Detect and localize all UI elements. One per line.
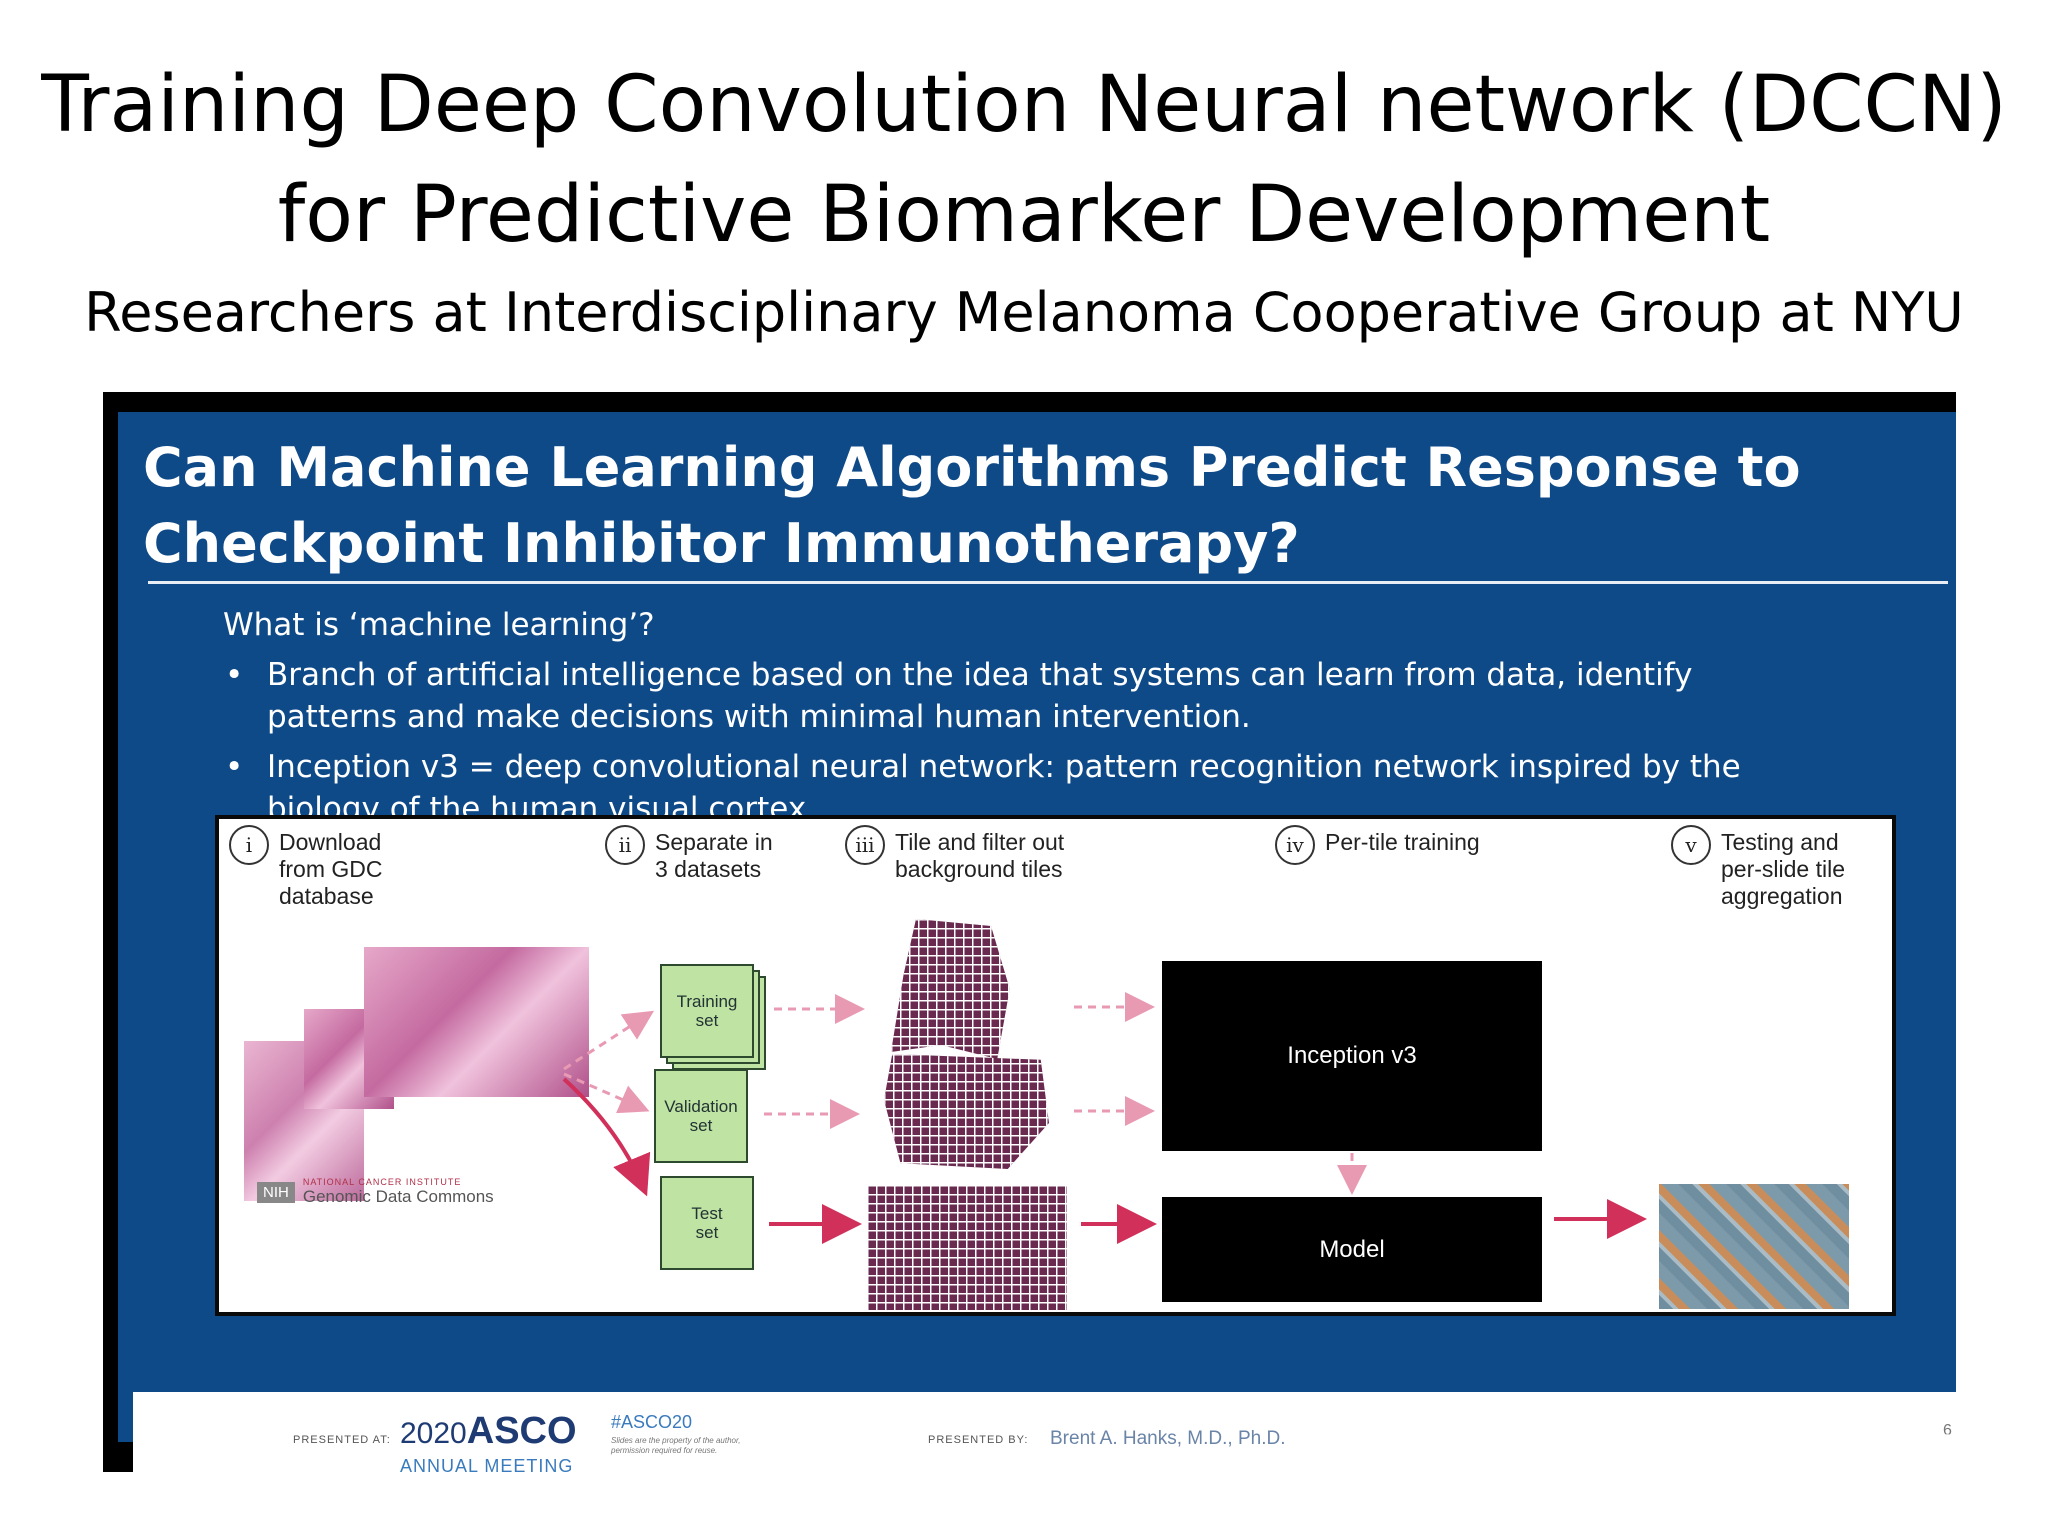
dataset-label: set <box>695 1223 719 1242</box>
step-v-line: per-slide tile <box>1721 856 1845 882</box>
hashtag: #ASCO20 <box>611 1412 693 1432</box>
tile-grid-test <box>867 1185 1067 1310</box>
citation-authors: Coudray, N. et al. <box>1412 1430 1658 1461</box>
dataset-label: set <box>689 1116 713 1135</box>
step-ii: ii Separate in 3 datasets <box>605 825 773 883</box>
bullet-1-line-1: Branch of artificial intelligence based … <box>267 657 1693 693</box>
step-v-line: aggregation <box>1721 883 1843 909</box>
bullet-item: • Branch of artificial intelligence base… <box>223 654 1923 738</box>
step-i-line: database <box>279 883 374 909</box>
citation-journal: Nature Medicine <box>1657 1430 1879 1461</box>
bullet-dot-icon: • <box>225 657 244 693</box>
presenter-name: Brent A. Hanks, M.D., Ph.D. <box>1050 1428 1286 1449</box>
bullet-2-line-1: Inception v3 = deep convolutional neural… <box>267 749 1741 785</box>
step-i-line: from GDC <box>279 856 383 882</box>
step-i-line: Download <box>279 829 382 855</box>
slide-title-line-2: Checkpoint Inhibitor Immunotherapy? <box>143 512 1300 575</box>
asco-name: ASCO <box>466 1410 577 1452</box>
dataset-label: Training <box>676 992 738 1011</box>
step-number-icon: v <box>1671 825 1711 865</box>
citation-year: 2018 <box>1878 1430 1956 1461</box>
slide-page-number: 6 <box>1943 1422 1952 1439</box>
step-number-icon: ii <box>605 825 645 865</box>
disclaimer: Slides are the property of the author, p… <box>611 1436 741 1455</box>
title-divider <box>148 581 1948 584</box>
step-iii: iii Tile and filter out background tiles <box>845 825 1065 883</box>
slide-title: Can Machine Learning Algorithms Predict … <box>143 430 1801 582</box>
arrow-icon <box>562 992 1647 1244</box>
step-iv: iv Per-tile training <box>1275 825 1480 865</box>
step-iii-line: background tiles <box>895 856 1063 882</box>
slide-background: Can Machine Learning Algorithms Predict … <box>118 412 1956 1472</box>
step-v-line: Testing and <box>1721 829 1839 855</box>
pipeline-figure: i Download from GDC database ii Separate… <box>215 815 1896 1316</box>
pipeline-arrows <box>562 992 1647 1244</box>
slide-body: What is ‘machine learning’? • Branch of … <box>223 604 1923 830</box>
citation: Coudray, N. et al. Nature Medicine 2018 <box>1413 1430 1956 1461</box>
bullet-dot-icon: • <box>225 749 244 785</box>
presented-by-label: PRESENTED BY: <box>928 1434 1029 1446</box>
model-box: Model <box>1162 1197 1542 1302</box>
step-number-icon: i <box>229 825 269 865</box>
nih-logo: NIH <box>257 1181 295 1203</box>
step-ii-line: Separate in <box>655 829 773 855</box>
gdc-logo: NIH NATIONAL CANCER INSTITUTE Genomic Da… <box>257 1177 494 1207</box>
inception-v3-box: Inception v3 <box>1162 961 1542 1151</box>
step-iii-line: Tile and filter out <box>895 829 1065 855</box>
step-i: i Download from GDC database <box>229 825 383 910</box>
step-number-icon: iii <box>845 825 885 865</box>
tile-grid-validation <box>884 1054 1049 1169</box>
bullet-1-line-2: patterns and make decisions with minimal… <box>267 699 1251 735</box>
embedded-slide: Can Machine Learning Algorithms Predict … <box>103 392 1956 1472</box>
step-v: v Testing and per-slide tile aggregation <box>1671 825 1845 910</box>
presented-at-label: PRESENTED AT: <box>293 1434 391 1446</box>
step-ii-line: 3 datasets <box>655 856 762 882</box>
page-title-line-1: Training Deep Convolution Neural network… <box>41 60 2007 150</box>
prediction-heatmap <box>1659 1184 1849 1309</box>
gdc-logo-small-text: NATIONAL CANCER INSTITUTE <box>302 1177 462 1187</box>
whole-slide-image <box>364 947 589 1097</box>
slide-title-line-1: Can Machine Learning Algorithms Predict … <box>143 436 1801 499</box>
asco-logo: 2020ASCO ANNUAL MEETING <box>400 1410 577 1472</box>
slide-footer: PRESENTED AT: 2020ASCO ANNUAL MEETING #A… <box>133 1392 1956 1472</box>
page-title-line-2: for Predictive Biomarker Development <box>277 170 1771 260</box>
gdc-logo-text: Genomic Data Commons <box>302 1187 494 1206</box>
page-subtitle: Researchers at Interdisciplinary Melanom… <box>84 281 1964 344</box>
ml-question: What is ‘machine learning’? <box>223 607 655 643</box>
asco-year: 2020 <box>400 1417 467 1450</box>
dataset-label: Test <box>691 1204 723 1223</box>
dataset-label: set <box>695 1011 719 1030</box>
step-number-icon: iv <box>1275 825 1315 865</box>
tile-grid-training <box>891 919 1010 1059</box>
page-title-block: Training Deep Convolution Neural network… <box>0 50 2048 354</box>
step-iv-line: Per-tile training <box>1325 829 1480 855</box>
asco-subtitle: ANNUAL MEETING <box>400 1456 574 1472</box>
dataset-label: Validation <box>664 1097 738 1116</box>
